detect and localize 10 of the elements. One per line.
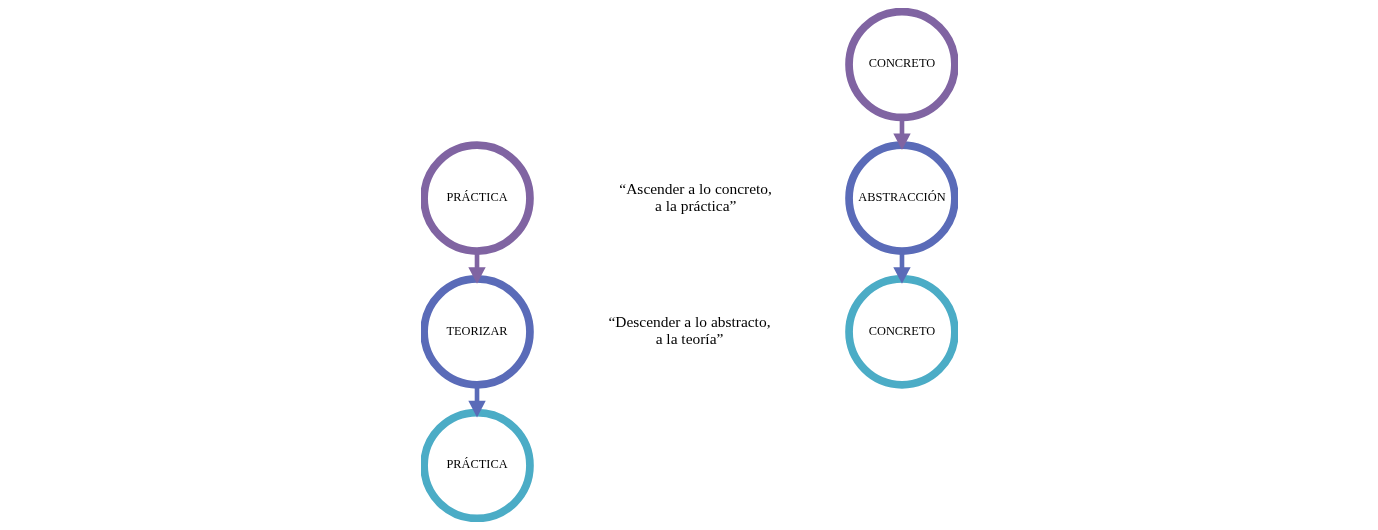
- label: “Descender a lo abstracto, a la teoría”: [607, 313, 771, 348]
- node-circle: TEORIZAR: [420, 275, 534, 389]
- node-circle: PRÁCTICA: [420, 141, 534, 255]
- node-circle: CONCRETO: [844, 275, 958, 389]
- node-circle: CONCRETO: [844, 8, 958, 122]
- label: “Ascender a lo concreto, a la práctica”: [618, 179, 772, 214]
- arrow: [892, 251, 911, 284]
- node-circle: ABSTRACCIÓN: [844, 141, 958, 255]
- arrow: [467, 251, 486, 284]
- node-circle: PRÁCTICA: [420, 408, 534, 522]
